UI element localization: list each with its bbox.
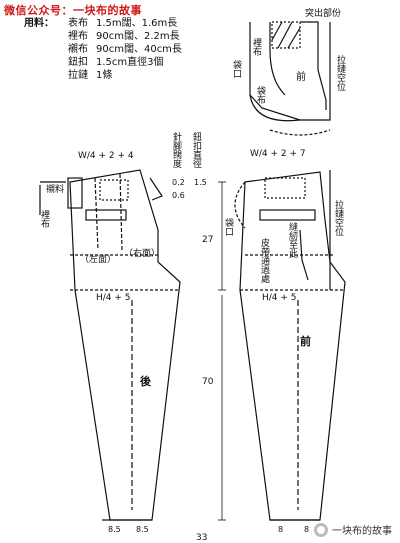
formula-hip-back: H/4 + 5 — [96, 293, 131, 303]
page-number: 33 — [196, 533, 208, 543]
hem-front-left: 8 — [278, 525, 283, 534]
label-lining-cloth: 裡布 — [251, 37, 262, 57]
watermark-text: 一块布的故事 — [332, 526, 392, 537]
label-lining: 裡布 — [39, 209, 50, 229]
label-left-side: （左面） — [80, 253, 116, 265]
label-back: 後 — [140, 374, 152, 388]
dim-70: 70 — [202, 377, 214, 387]
label-zipper-top: 拉鏈空位 — [335, 54, 346, 92]
materials-label: 用料： — [24, 18, 54, 29]
front-pants-pattern — [234, 170, 346, 521]
hem-back-right: 8.5 — [136, 525, 149, 534]
hem-front-right: 8 — [304, 525, 309, 534]
label-front-pocket: 前 — [296, 70, 306, 83]
formula-back-top: W/4 + 2 + 4 — [78, 151, 134, 161]
watermark: 一块布的故事 — [314, 522, 392, 537]
label-zipper-front: 拉鏈空位 — [333, 199, 344, 237]
label-button-diameter: 鈕扣直徑 — [191, 131, 202, 168]
label-stitch-width: 針腳闊度 — [171, 131, 182, 169]
wechat-header: 微信公众号：一块布的故事 — [4, 4, 142, 17]
formula-hip-front: H/4 + 5 — [262, 293, 297, 303]
label-right-side: （右面） — [124, 247, 160, 259]
label-tuck-out: 突出部份 — [305, 7, 341, 19]
label-sew-to-here: 縫紉至此 — [287, 221, 298, 258]
label-pocket-mouth: 袋口 — [231, 59, 242, 78]
value-extra: 0.6 — [172, 191, 185, 200]
wechat-icon — [314, 522, 328, 537]
value-stitch: 0.2 — [172, 178, 185, 187]
dimension-lines — [218, 181, 226, 521]
hem-back-left: 8.5 — [108, 525, 121, 534]
formula-front-top: W/4 + 2 + 7 — [250, 149, 306, 159]
label-front: 前 — [300, 334, 311, 348]
label-interfacing: 襯料 — [46, 183, 64, 195]
dim-27: 27 — [202, 235, 213, 245]
back-pants-pattern — [39, 169, 181, 521]
label-pocket-mouth-front: 袋口 — [223, 217, 234, 236]
pocket-detail — [249, 21, 331, 136]
value-button: 1.5 — [194, 178, 207, 187]
label-pocket-cloth: 袋布 — [255, 85, 266, 105]
label-belt-loop: 皮帶通過處 — [259, 237, 270, 284]
